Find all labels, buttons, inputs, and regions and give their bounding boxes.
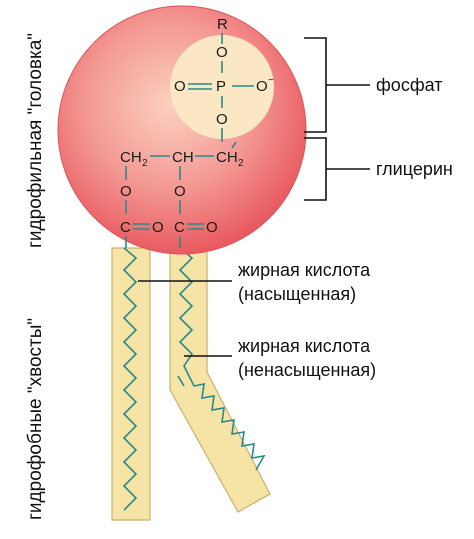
oxygen-bottom: O [216, 111, 228, 128]
ch2-left: CH [120, 149, 142, 166]
phosphate-label: фосфат [376, 75, 443, 95]
oxygen-right: O [256, 78, 268, 95]
hydrophilic-head-label: гидрофильная "головка" [25, 33, 46, 248]
oxygen-left: O [174, 78, 186, 95]
carbonyl-carbon-left: C [120, 219, 131, 236]
phosphate-bracket [304, 37, 327, 133]
carbonyl-carbon-right: C [174, 219, 185, 236]
hydrophilic-head [57, 5, 307, 255]
fa-unsaturated-label-1: жирная кислота [238, 336, 371, 356]
fa-saturated-label-2: (насыщенная) [238, 284, 356, 304]
phosphate-group [170, 35, 274, 139]
R-group: R [217, 16, 228, 33]
fa-unsaturated-label-2: (ненасыщенная) [238, 360, 376, 380]
carbonyl-oxygen-left: O [152, 219, 164, 236]
oxygen-top: O [216, 44, 228, 61]
saturated-chain [122, 247, 138, 511]
ester-oxygen-right: O [174, 183, 186, 200]
ester-oxygen-left: O [120, 183, 132, 200]
ch2-right-sub: 2 [238, 158, 244, 169]
unsaturated-chain [178, 247, 266, 471]
double-bond-mark [177, 375, 185, 387]
ch2-right: CH [216, 149, 238, 166]
glycerol-label: глицерин [376, 159, 453, 179]
hydrophobic-tails-label: гидрофобные "хвосты" [25, 318, 46, 520]
fa-saturated-label-1: жирная кислота [238, 260, 371, 280]
ch-middle: CH [172, 149, 194, 166]
carbonyl-oxygen-right: O [206, 219, 218, 236]
ch2-left-sub: 2 [142, 158, 148, 169]
negative-charge: − [268, 75, 274, 86]
glycerol-bracket [304, 137, 327, 201]
phosphorus: P [216, 78, 226, 95]
